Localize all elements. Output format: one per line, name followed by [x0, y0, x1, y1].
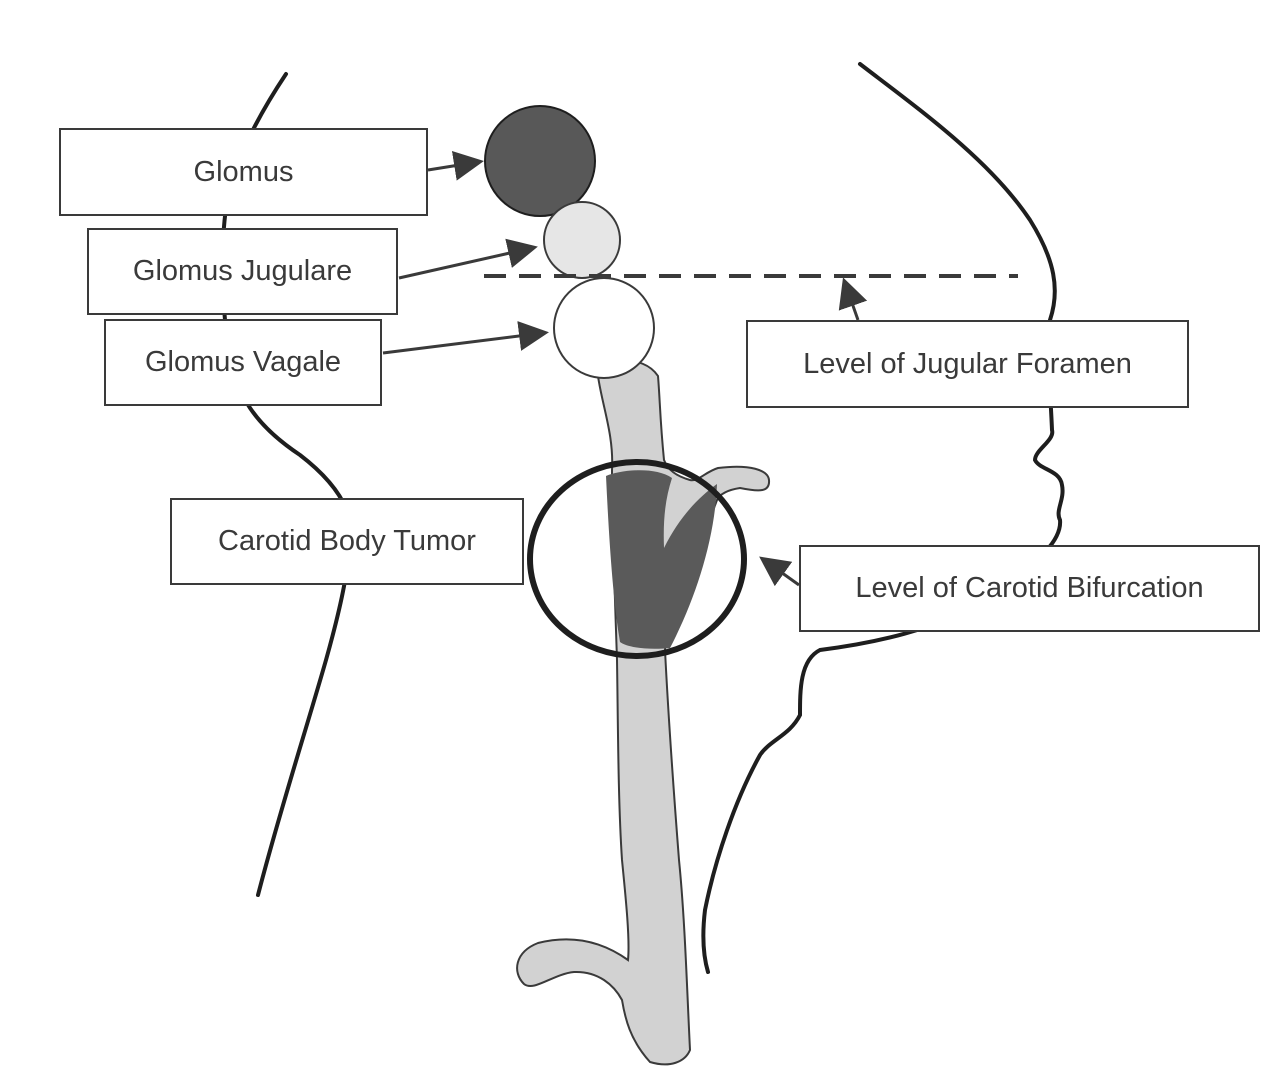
jugular-foramen-arrow — [838, 277, 868, 321]
carotid-bifurcation-arrow — [759, 556, 800, 587]
carotid-body-tumor-mass — [606, 470, 717, 649]
glomus-vagale-arrow — [382, 321, 549, 355]
glomus-vagale-label: Glomus Vagale — [104, 319, 382, 406]
jugular-foramen-level-label: Level of Jugular Foramen — [746, 320, 1189, 408]
glomus-jugulare-arrow — [398, 238, 538, 280]
bifurcation-level-circle — [527, 459, 747, 659]
carotid-bifurcation-level-label: Level of Carotid Bifurcation — [799, 545, 1260, 632]
carotid-body-tumor-label: Carotid Body Tumor — [170, 498, 524, 585]
glomus-vagale-circle — [553, 277, 655, 379]
glomus-circle — [484, 105, 596, 217]
glomus-jugulare-label: Glomus Jugulare — [87, 228, 398, 315]
glomus-arrow — [427, 150, 484, 181]
glomus-label: Glomus — [59, 128, 428, 216]
carotid-artery — [516, 360, 771, 1066]
glomus-jugulare-circle — [543, 201, 621, 279]
face-profile-right — [701, 62, 1065, 974]
